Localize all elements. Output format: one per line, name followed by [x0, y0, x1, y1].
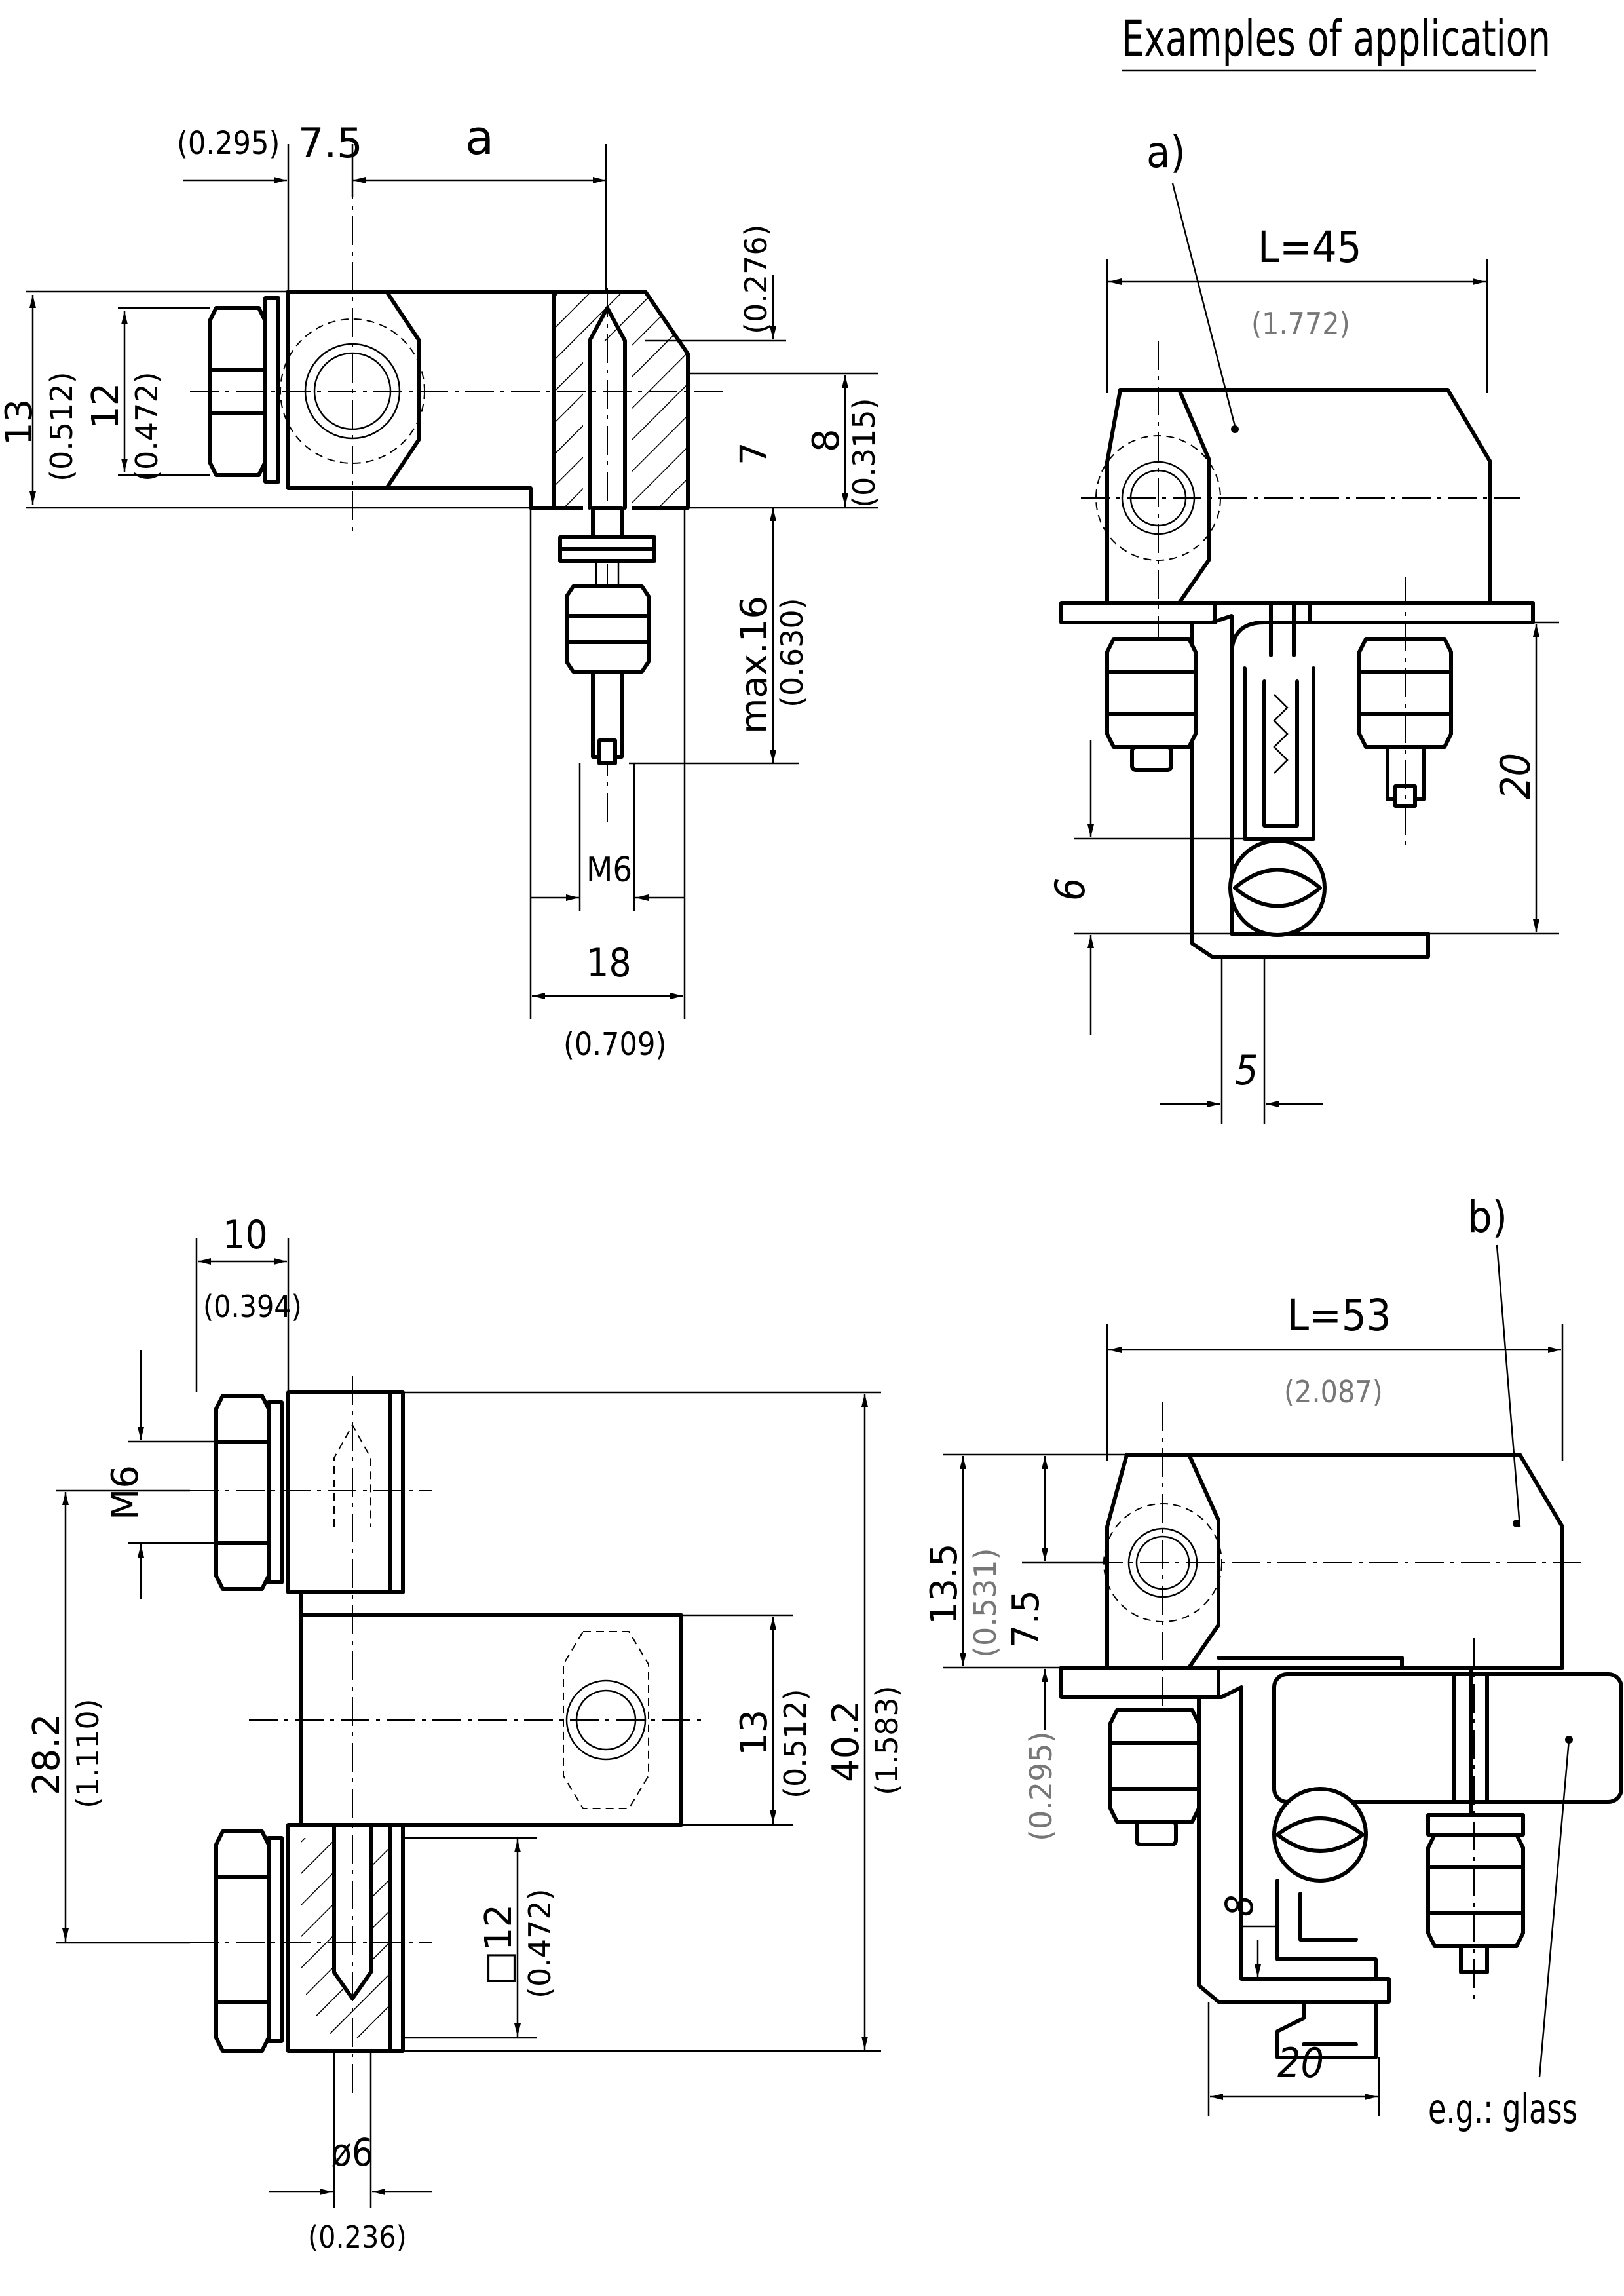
- dim-diameter-inch: (0.236): [308, 2219, 407, 2255]
- dim-top-inch: (0.276): [738, 224, 774, 334]
- dim-square-inch: (0.472): [522, 1888, 557, 1999]
- example-b-note: e.g.: glass: [1428, 2086, 1577, 2133]
- example-b-dim-75-inch: (0.295): [1023, 1731, 1059, 1841]
- bottom-view: 10 (0.394) M6 28.2 (1.110) 13 (0.512) 40…: [26, 1212, 905, 2255]
- dim-a: 7.5: [298, 119, 363, 167]
- header-title: Examples of application: [1122, 10, 1551, 67]
- dim-7: 7: [733, 442, 776, 465]
- top-view: (0.295) 7.5 a 13 (0.512) 12 (0.472) (0.2…: [0, 110, 882, 1063]
- dim-h2: 12: [85, 383, 127, 429]
- hex-nut-left: [208, 296, 280, 484]
- header: Examples of application: [1122, 10, 1551, 72]
- dim-max: max.16: [733, 596, 776, 734]
- example-b-dim-135: 13.5: [923, 1543, 966, 1625]
- dim-max-inch: (0.630): [774, 598, 810, 708]
- example-b-dim-8: 8: [1217, 1895, 1262, 1917]
- example-a-dim-5: 5: [1235, 1046, 1258, 1094]
- example-b-dim-135-inch: (0.531): [968, 1548, 1003, 1658]
- dim-10-inch: (0.394): [203, 1289, 302, 1324]
- example-a-dim-6: 6: [1046, 878, 1094, 901]
- dim-thread-bottom: M6: [104, 1465, 147, 1520]
- dim-a-inch: (0.295): [177, 125, 280, 162]
- example-b-length-inch: (2.087): [1284, 1374, 1383, 1409]
- dim-thread-top: M6: [586, 851, 632, 890]
- example-b-dim-75: 7.5: [1005, 1590, 1048, 1648]
- example-a-dim-20: 20: [1492, 753, 1539, 799]
- dim-402-inch: (1.583): [869, 1685, 905, 1795]
- hex-nut-lower: [214, 1829, 284, 2053]
- example-b-length: L=53: [1287, 1290, 1391, 1341]
- dim-a-label: a: [465, 110, 494, 165]
- dim-8-inch: (0.315): [846, 398, 882, 508]
- example-a: a) L=45 (1.772): [1046, 127, 1559, 1124]
- dim-8: 8: [805, 429, 848, 452]
- example-b: b) L=53 (2.087): [923, 1192, 1623, 2133]
- dim-282: 28.2: [26, 1713, 68, 1795]
- threaded-stud: [558, 506, 656, 765]
- dim-402: 40.2: [825, 1700, 867, 1782]
- example-a-length: L=45: [1258, 222, 1361, 273]
- dim-282-inch: (1.110): [70, 1698, 105, 1808]
- dim-square: □12: [478, 1904, 520, 1985]
- dim-h2-inch: (0.472): [129, 372, 164, 482]
- dim-18-inch: (0.709): [563, 1026, 666, 1063]
- example-b-dim-20: 20: [1277, 2039, 1324, 2087]
- dim-h1: 13: [0, 399, 41, 446]
- hinge-body-top: [280, 290, 690, 511]
- dim-18: 18: [586, 940, 632, 986]
- example-a-label: a): [1146, 127, 1186, 178]
- example-a-length-inch: (1.772): [1251, 306, 1350, 341]
- dim-13-bottom: 13: [733, 1710, 776, 1756]
- dim-h1-inch: (0.512): [44, 372, 79, 482]
- hex-nut-upper: [214, 1394, 284, 1591]
- dim-10: 10: [223, 1212, 268, 1258]
- dim-13-bottom-inch: (0.512): [778, 1689, 813, 1799]
- dim-diameter: ø6: [331, 2130, 373, 2175]
- example-b-label: b): [1467, 1192, 1507, 1242]
